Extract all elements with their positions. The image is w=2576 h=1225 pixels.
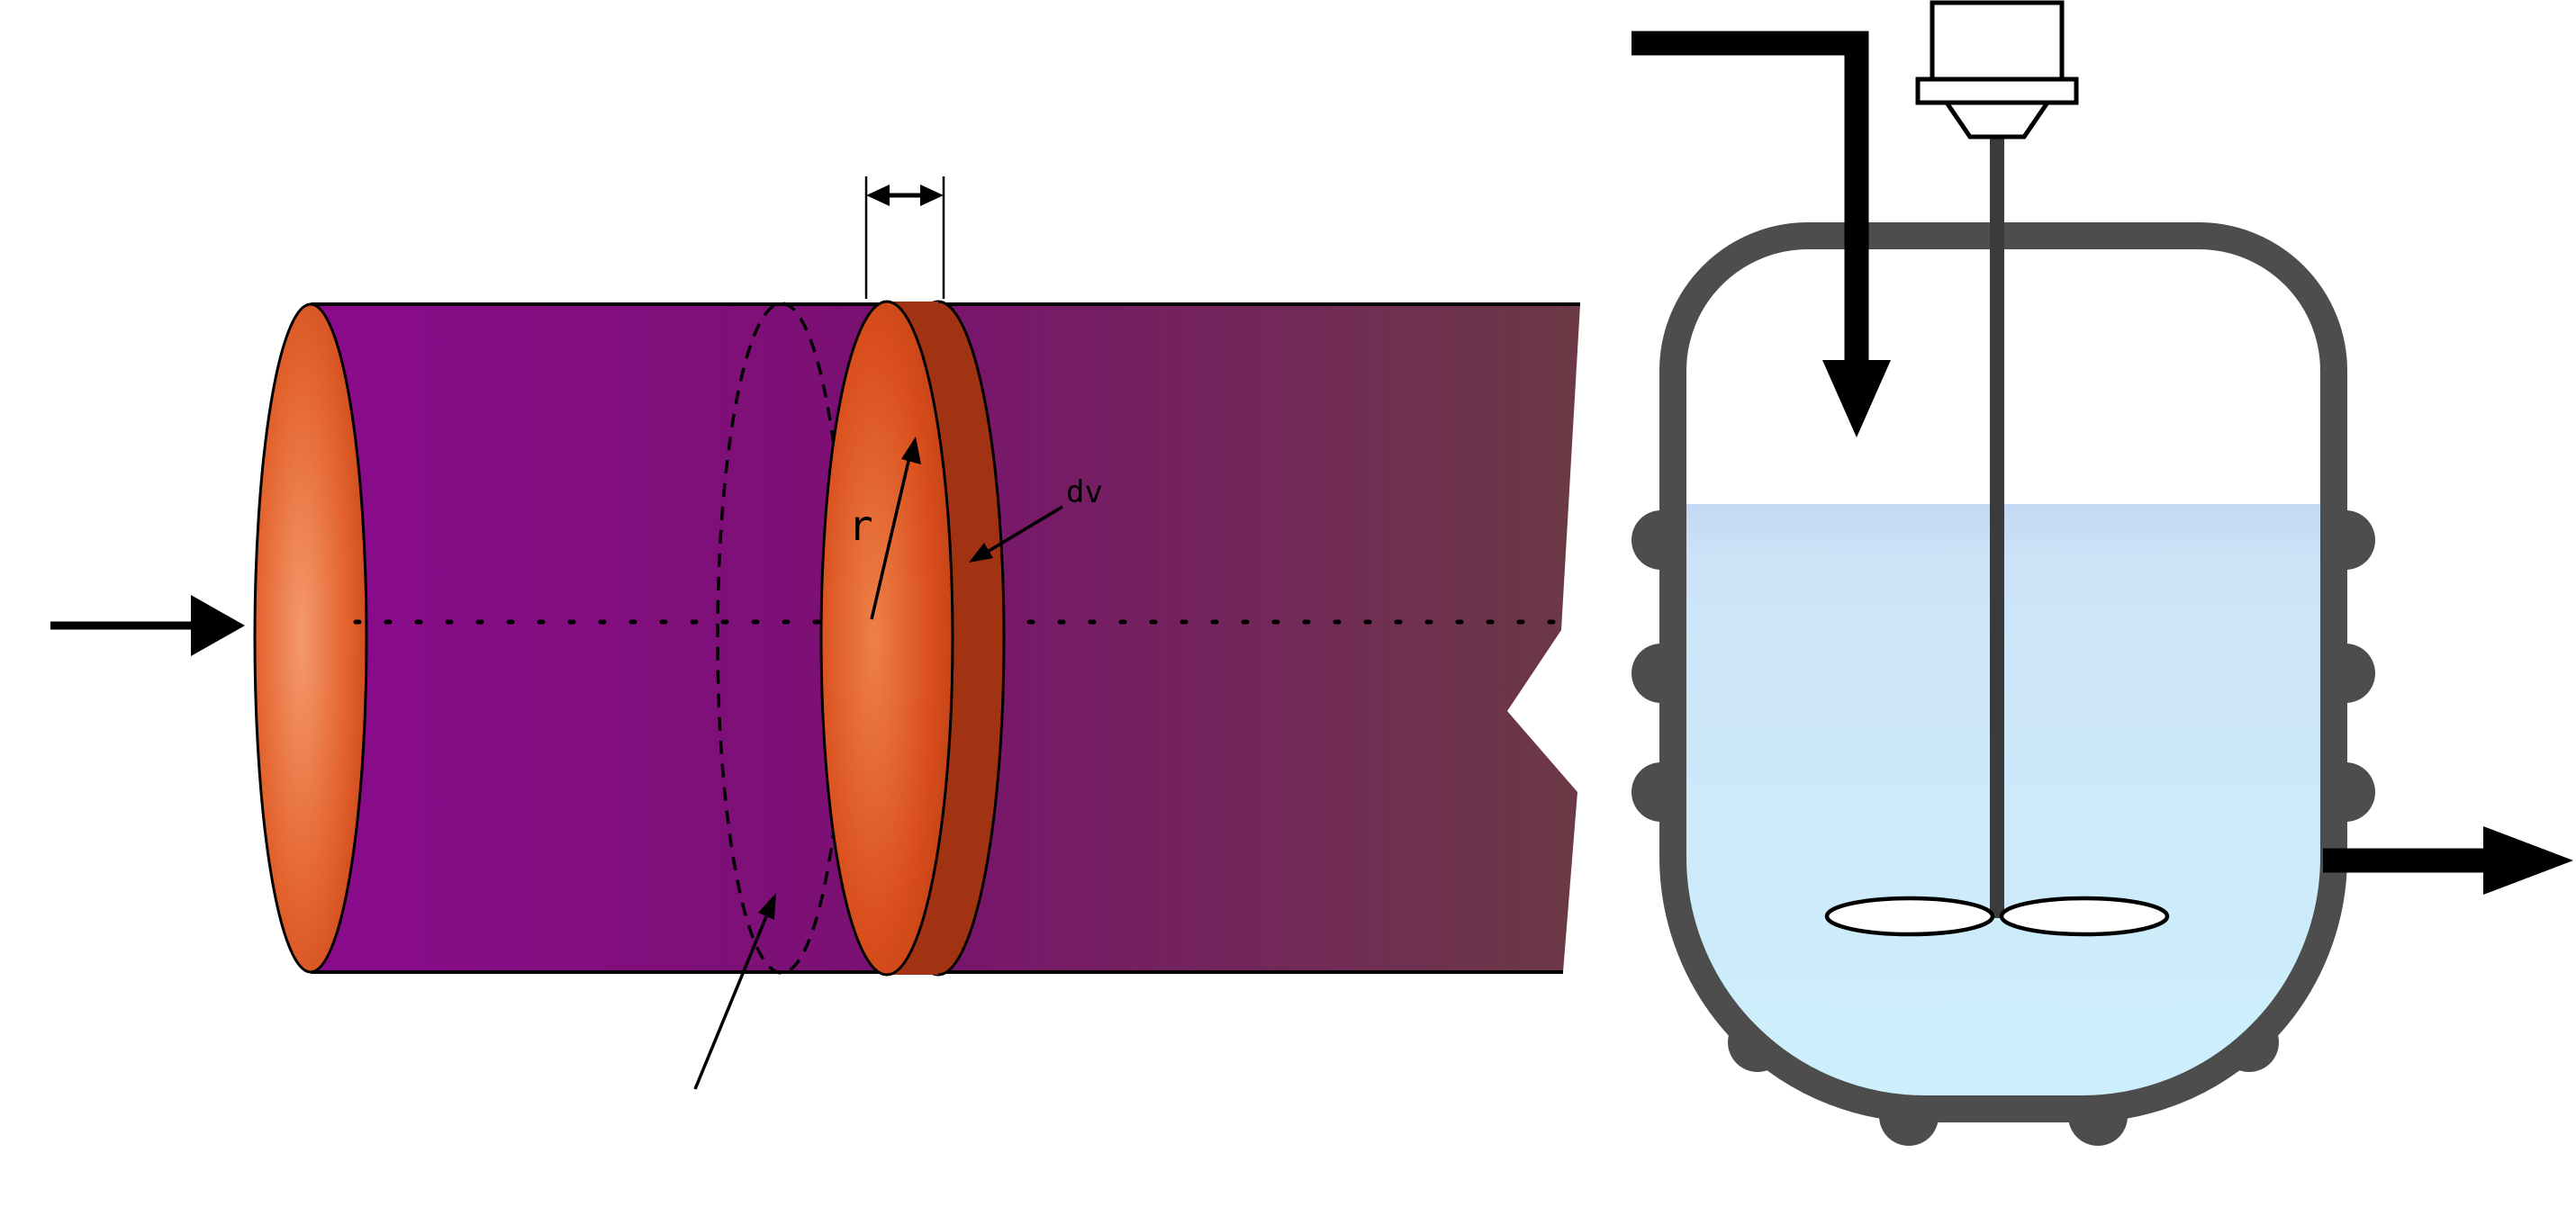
section-pointer-head bbox=[758, 893, 776, 920]
section-pointer-shaft bbox=[693, 914, 769, 1090]
radius-label: r bbox=[848, 501, 873, 550]
double-arrow-left-head bbox=[866, 185, 890, 206]
feed-pipe bbox=[1631, 31, 1891, 437]
impeller-blade-left bbox=[1824, 896, 1995, 937]
plug-flow-reactor: r dv bbox=[50, 176, 1580, 1090]
outlet-pipe bbox=[2323, 826, 2573, 895]
pfr-end-cap bbox=[253, 302, 368, 974]
radius-arrow-head bbox=[901, 437, 921, 464]
outlet-arrow-head bbox=[2483, 826, 2573, 895]
stirrer-shaft bbox=[1990, 106, 2004, 918]
impeller-blade-right bbox=[1999, 896, 2170, 937]
double-arrow-right-head bbox=[920, 185, 944, 206]
feed-pipe-line bbox=[1631, 31, 1869, 364]
motor-flange bbox=[1915, 77, 2079, 105]
dv-arrow-shaft bbox=[981, 505, 1063, 557]
dv-annotation: dv bbox=[969, 474, 1103, 563]
feed-arrow-head bbox=[1822, 360, 1891, 437]
dv-arrow-head bbox=[969, 543, 993, 563]
section-pointer-annotation bbox=[693, 893, 776, 1090]
disc-thickness-dimension bbox=[864, 176, 945, 299]
impeller bbox=[1824, 896, 2170, 937]
inlet-flow-arrow-icon bbox=[50, 595, 245, 656]
motor-body bbox=[1930, 0, 2065, 82]
radius-annotation: r bbox=[848, 437, 921, 620]
stirred-tank-reactor bbox=[1631, 0, 2573, 1146]
motor-neck bbox=[1942, 100, 2052, 140]
radius-arrow-shaft bbox=[870, 456, 911, 620]
pfr-differential-disc bbox=[819, 300, 1006, 977]
inlet-arrow-head bbox=[191, 595, 245, 656]
dv-label: dv bbox=[1066, 474, 1103, 510]
disc-front-face bbox=[819, 300, 954, 977]
vessel-wall bbox=[1659, 222, 2347, 1122]
motor bbox=[1915, 0, 2079, 140]
